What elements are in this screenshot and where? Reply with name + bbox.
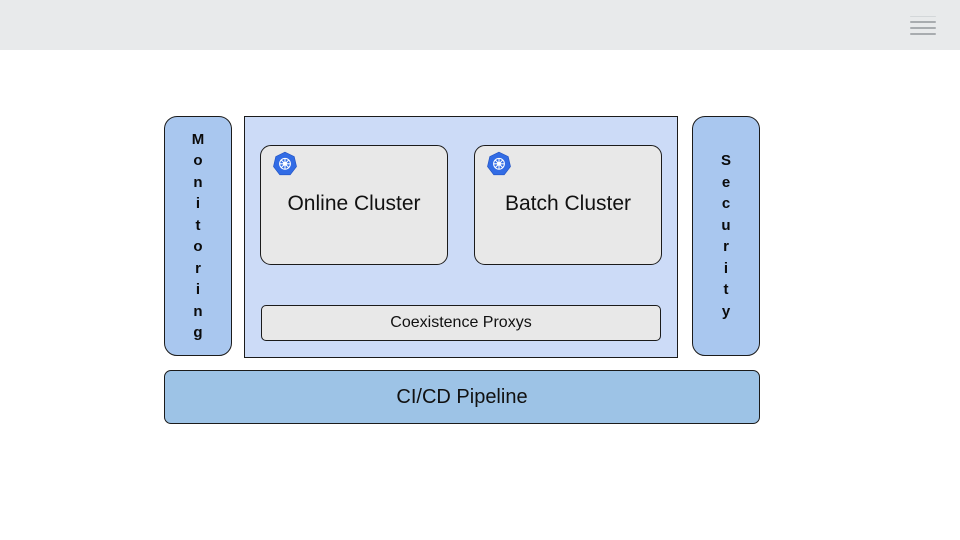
panel-security-letter: e: [721, 173, 731, 191]
panel-monitoring-letter: M: [191, 130, 205, 148]
panel-security-letter: y: [721, 302, 731, 320]
panel-monitoring-letter: n: [193, 302, 203, 320]
panel-monitoring-letter: n: [193, 173, 203, 191]
cluster-online-label: Online Cluster: [287, 192, 421, 215]
panel-monitoring-letter: o: [193, 152, 203, 169]
diagram-canvas: M o n i t o r i n g: [0, 50, 960, 540]
menu-line-2: [910, 26, 936, 29]
cicd-pipeline-bar[interactable]: CI/CD Pipeline: [164, 370, 760, 424]
menu-line-3: [910, 32, 936, 35]
coexistence-proxys-bar[interactable]: Coexistence Proxys: [261, 305, 661, 341]
menu-line-1: [910, 20, 936, 23]
cluster-batch-label: Batch Cluster: [504, 192, 632, 215]
panel-monitoring-letter: o: [193, 238, 203, 255]
panel-security[interactable]: S e c u r i t y: [692, 116, 760, 356]
cluster-card-online[interactable]: Online Cluster: [260, 145, 448, 265]
panel-monitoring-letter: i: [195, 281, 201, 298]
panel-monitoring[interactable]: M o n i t o r i n g: [164, 116, 232, 356]
hamburger-menu-icon[interactable]: [910, 13, 936, 37]
kubernetes-icon: [272, 151, 298, 177]
panel-security-letter: c: [721, 195, 731, 212]
panel-security-letter: r: [723, 238, 729, 255]
app-header: [0, 0, 960, 50]
kubernetes-icon: [486, 151, 512, 177]
coexistence-proxys-label: Coexistence Proxys: [390, 314, 532, 331]
panel-monitoring-letter: g: [193, 324, 203, 341]
cluster-card-batch[interactable]: Batch Cluster: [474, 145, 662, 265]
panel-security-letter: i: [723, 259, 729, 277]
panel-security-letter: u: [721, 216, 731, 234]
panel-monitoring-letter: i: [195, 195, 201, 212]
cicd-pipeline-label: CI/CD Pipeline: [396, 385, 528, 408]
platform-container: Online Cluster Batch Cluster: [244, 116, 678, 358]
menu-line-top: [910, 15, 936, 17]
panel-monitoring-letter: t: [195, 216, 201, 234]
panel-monitoring-letter: r: [195, 259, 201, 277]
panel-security-letter: t: [723, 281, 729, 298]
panel-security-letter: S: [720, 152, 731, 169]
